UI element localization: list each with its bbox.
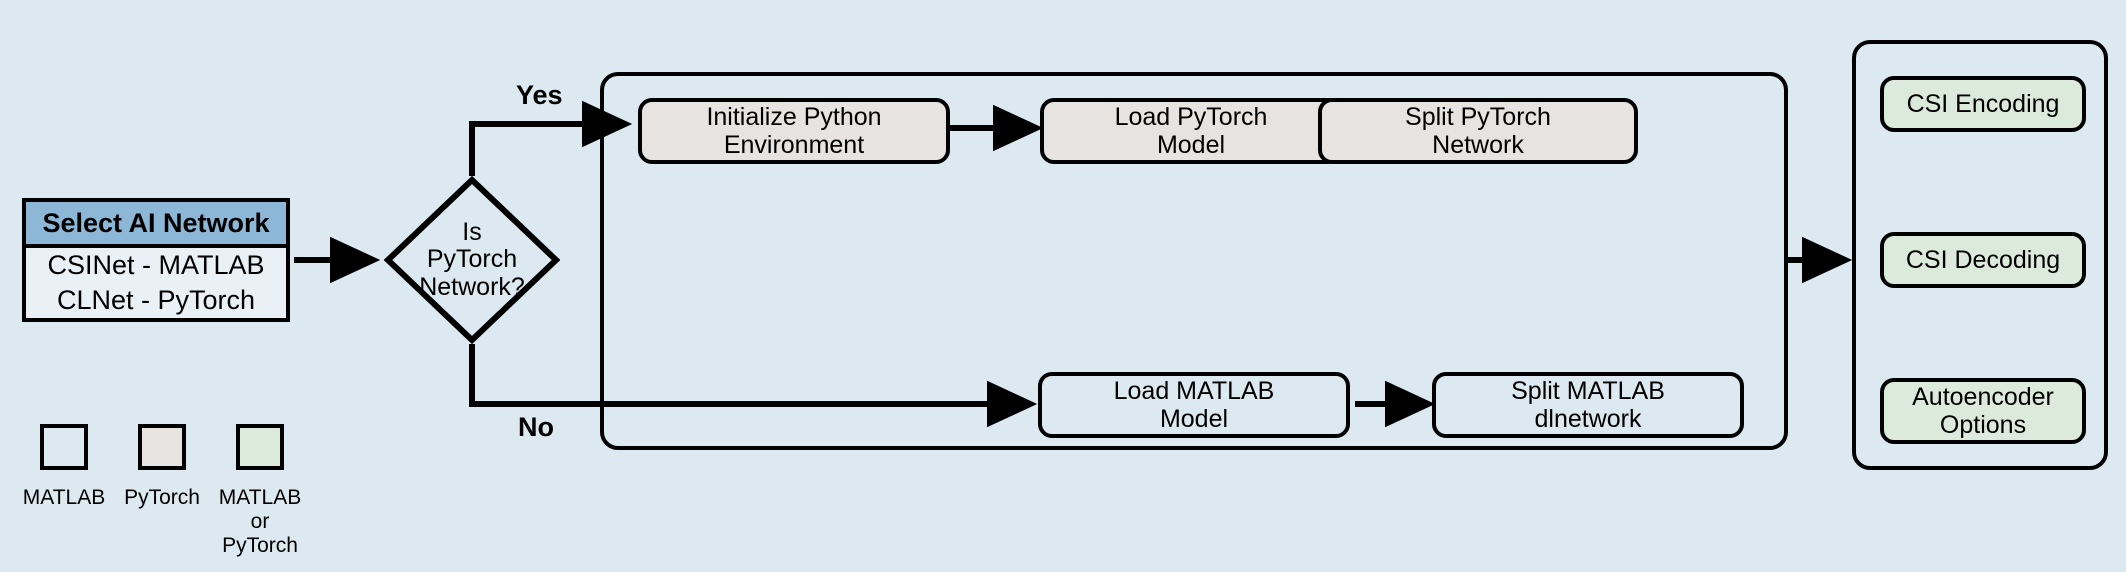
process-split-matlab-dlnetwork[interactable]: Split MATLAB dlnetwork: [1432, 372, 1744, 438]
decision-label: Is PyTorch Network?: [419, 217, 525, 301]
process-load-matlab-model[interactable]: Load MATLAB Model: [1038, 372, 1350, 438]
diamond-shape: [383, 175, 561, 345]
selector-option-clnet[interactable]: CLNet - PyTorch: [56, 285, 256, 315]
legend-swatch-both: [236, 424, 284, 470]
process-load-pytorch-model[interactable]: Load PyTorch Model: [1040, 98, 1342, 164]
edge-label-yes: Yes: [516, 80, 563, 110]
selector-header: Select AI Network: [26, 202, 286, 248]
process-split-pytorch-network[interactable]: Split PyTorch Network: [1318, 98, 1638, 164]
edge-label-no: No: [518, 412, 554, 442]
legend-label-both: MATLAB or PyTorch: [218, 486, 302, 558]
legend-label-matlab: MATLAB: [22, 486, 106, 509]
selector-option-csinet[interactable]: CSINet - MATLAB: [47, 250, 265, 280]
legend: MATLAB PyTorch MATLAB or PyTorch: [14, 424, 354, 564]
node-csi-encoding[interactable]: CSI Encoding: [1880, 76, 2086, 132]
node-csi-decoding[interactable]: CSI Decoding: [1880, 232, 2086, 288]
legend-item-matlab: MATLAB: [14, 424, 114, 510]
legend-item-pytorch: PyTorch: [112, 424, 212, 510]
select-ai-network-widget[interactable]: Select AI Network CSINet - MATLAB CLNet …: [22, 198, 290, 322]
legend-label-pytorch: PyTorch: [124, 486, 200, 509]
node-autoencoder-options[interactable]: Autoencoder Options: [1880, 378, 2086, 444]
decision-is-pytorch-network[interactable]: Is PyTorch Network?: [383, 175, 561, 345]
process-initialize-python-environment[interactable]: Initialize Python Environment: [638, 98, 950, 164]
legend-item-both: MATLAB or PyTorch: [210, 424, 310, 558]
legend-swatch-matlab: [40, 424, 88, 470]
model-preparation-group: [600, 72, 1788, 450]
legend-swatch-pytorch: [138, 424, 186, 470]
autoencoder-group: [1852, 40, 2108, 470]
